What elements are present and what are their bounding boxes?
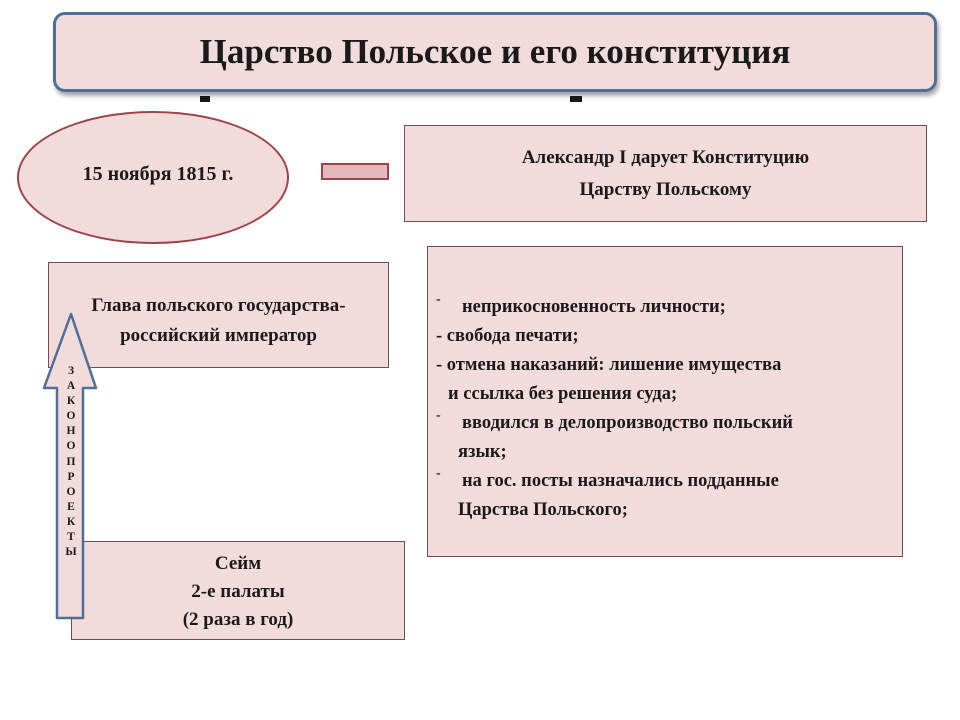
sejm-line-2: 2-е палаты xyxy=(191,581,285,602)
arrow-label: З А К О Н О П Р О Е К Т Ы xyxy=(65,365,77,559)
sejm-line-3: (2 раза в год) xyxy=(182,609,294,630)
sejm-line-1: Сейм xyxy=(214,553,262,574)
rights-list-box: - неприкосновенность личности; - свобода… xyxy=(427,246,903,557)
head-line-1: Глава польского государства- xyxy=(91,295,346,316)
up-arrow-icon xyxy=(42,312,98,620)
rights-item: - на гос. посты назначались подданные Ца… xyxy=(436,466,779,520)
date-ellipse: 15 ноября 1815 г. xyxy=(17,111,289,244)
grant-line-1: Александр I дарует Конституцию xyxy=(521,146,810,168)
head-line-2: российский император xyxy=(120,325,317,346)
rights-item: - свобода печати; xyxy=(436,326,579,346)
rights-item: - отмена наказаний: лишение имущества и … xyxy=(436,355,782,404)
rights-item: - неприкосновенность личности; xyxy=(436,292,726,317)
sejm-box: Сейм 2-е палаты (2 раза в год) xyxy=(71,541,405,640)
head-of-state-box: Глава польского государства- российский … xyxy=(48,262,389,368)
date-label: 15 ноября 1815 г. xyxy=(82,163,234,185)
title-shadow-fragment xyxy=(190,74,590,104)
constitution-grant-box: Александр I дарует Конституцию Царству П… xyxy=(404,125,927,222)
page-title: Царство Польское и его конституция xyxy=(199,32,791,71)
title-banner: Царство Польское и его конституция xyxy=(53,12,937,92)
rights-item: - вводился в делопроизводство польский я… xyxy=(436,408,793,462)
grant-line-2: Царству Польскому xyxy=(579,178,752,200)
connector-bar xyxy=(321,163,389,180)
